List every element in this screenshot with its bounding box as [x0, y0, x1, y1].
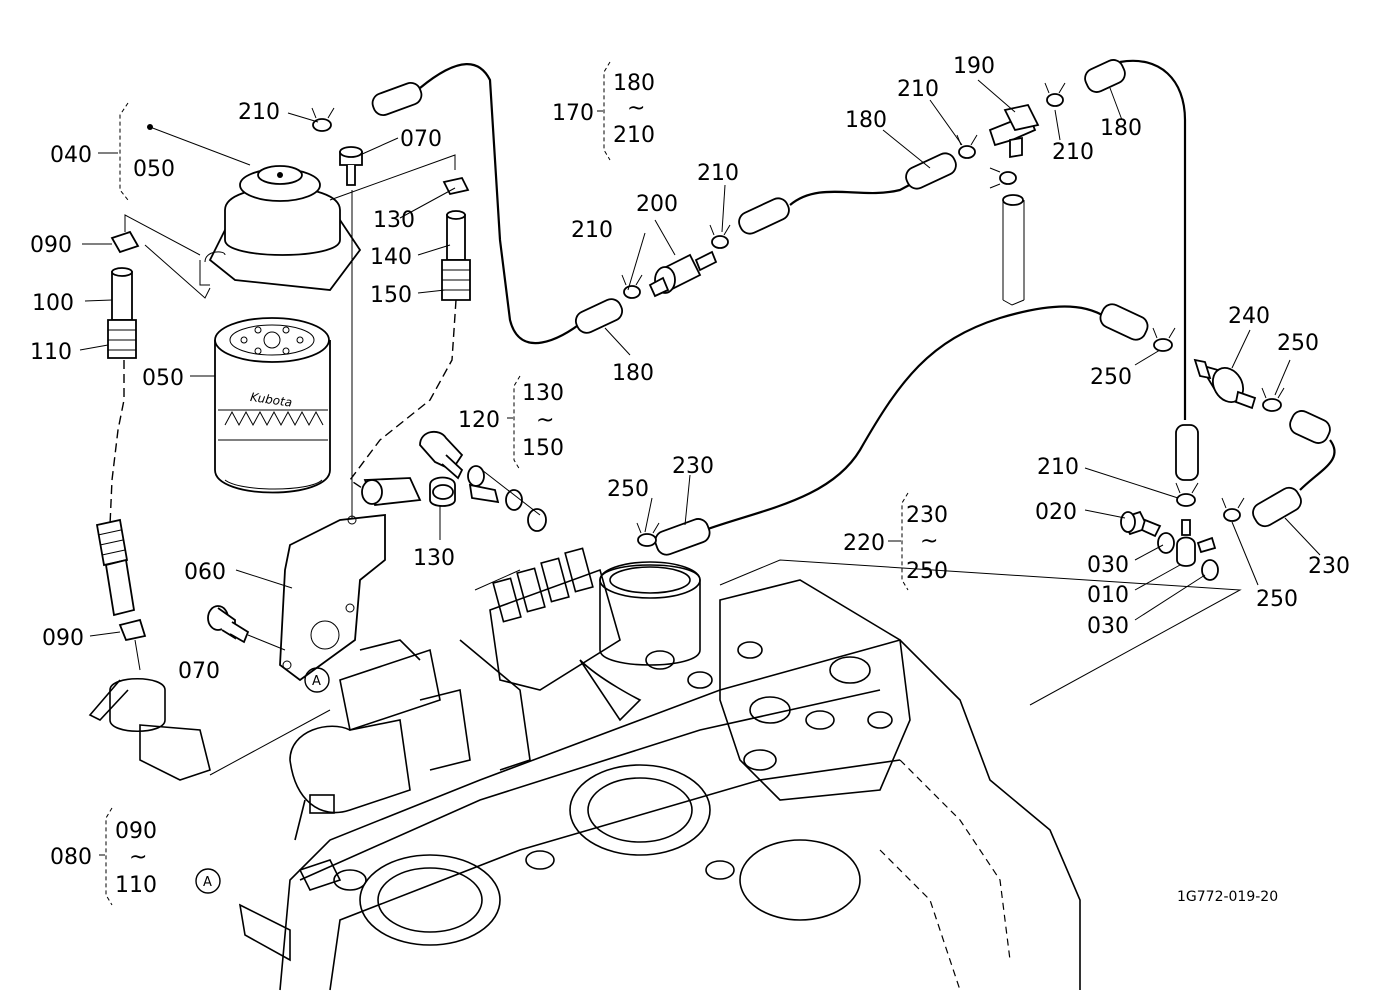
label-250-d: 250 — [1256, 587, 1298, 612]
label-210-d: 210 — [897, 77, 939, 102]
assembly-outline — [719, 559, 1242, 706]
left-hose-assembly — [95, 230, 147, 671]
label-130-top: 130 — [373, 208, 415, 233]
svg-text:A: A — [203, 875, 212, 890]
bolt-070-top — [339, 146, 363, 186]
label-170-tilde: ~ — [627, 96, 645, 121]
label-210-a: 210 — [238, 100, 280, 125]
label-030-a: 030 — [1087, 553, 1129, 578]
label-220-tilde: ~ — [920, 529, 938, 554]
label-180-a: 180 — [612, 361, 654, 386]
label-190: 190 — [953, 54, 995, 79]
label-210-e: 210 — [1052, 140, 1094, 165]
label-050-group: 050 — [133, 157, 175, 182]
banjo-fittings — [419, 430, 547, 532]
engine-block — [238, 639, 1081, 991]
label-080-from: 090 — [115, 819, 157, 844]
right-hose-assembly — [348, 176, 471, 506]
label-150: 150 — [370, 283, 412, 308]
label-100: 100 — [32, 291, 74, 316]
drawing-id: 1G772-019-20 — [1177, 889, 1278, 905]
label-120-to: 150 — [522, 436, 564, 461]
label-080: 080 — [50, 845, 92, 870]
label-240: 240 — [1228, 304, 1270, 329]
label-200: 200 — [636, 192, 678, 217]
label-130-bottom: 130 — [413, 546, 455, 571]
label-180-c: 180 — [1100, 116, 1142, 141]
stop-solenoid — [289, 639, 471, 841]
label-050-filter: 050 — [142, 366, 184, 391]
leader-lines — [79, 79, 1321, 637]
label-110: 110 — [30, 340, 72, 365]
bolt-070-bottom — [207, 605, 286, 651]
label-180-b: 180 — [845, 108, 887, 133]
fuel-feed-pump — [88, 677, 331, 781]
label-230-b: 230 — [1308, 554, 1350, 579]
label-250-b: 250 — [1090, 365, 1132, 390]
label-030-b: 030 — [1087, 614, 1129, 639]
label-010: 010 — [1087, 583, 1129, 608]
label-120-tilde: ~ — [536, 408, 554, 433]
part-labels: 040 050 050 060 070 070 080 090 ~ 110 09… — [30, 54, 1350, 898]
label-070-top: 070 — [400, 127, 442, 152]
label-120-from: 130 — [522, 381, 564, 406]
label-220-from: 230 — [906, 503, 948, 528]
label-170-to: 210 — [613, 123, 655, 148]
fuel-filter-cartridge: Kubota — [214, 317, 331, 494]
fuel-return-hoses — [371, 59, 1336, 581]
label-170-from: 180 — [613, 71, 655, 96]
label-060: 060 — [184, 560, 226, 585]
svg-text:A: A — [312, 674, 321, 689]
label-090-top: 090 — [30, 233, 72, 258]
filter-brand-text: Kubota — [249, 390, 293, 410]
bracket-060 — [279, 513, 386, 682]
label-140: 140 — [370, 245, 412, 270]
label-040: 040 — [50, 143, 92, 168]
label-120: 120 — [458, 408, 500, 433]
label-210-c: 210 — [697, 161, 739, 186]
label-230-a: 230 — [672, 454, 714, 479]
reference-marker-top: A — [304, 667, 330, 693]
label-090-bottom: 090 — [42, 626, 84, 651]
label-070-bottom: 070 — [178, 659, 220, 684]
label-080-tilde: ~ — [129, 845, 147, 870]
label-220: 220 — [843, 531, 885, 556]
label-250-a: 250 — [1277, 331, 1319, 356]
label-220-to: 250 — [906, 559, 948, 584]
label-210-f: 210 — [1037, 455, 1079, 480]
label-210-b: 210 — [571, 218, 613, 243]
fuel-filter-head — [199, 165, 362, 291]
label-080-to: 110 — [115, 873, 157, 898]
cylinder-head — [459, 547, 911, 801]
label-020: 020 — [1035, 500, 1077, 525]
reference-marker-bottom: A — [195, 868, 221, 894]
label-170: 170 — [552, 101, 594, 126]
group-brackets — [98, 61, 909, 906]
label-250-c: 250 — [607, 477, 649, 502]
